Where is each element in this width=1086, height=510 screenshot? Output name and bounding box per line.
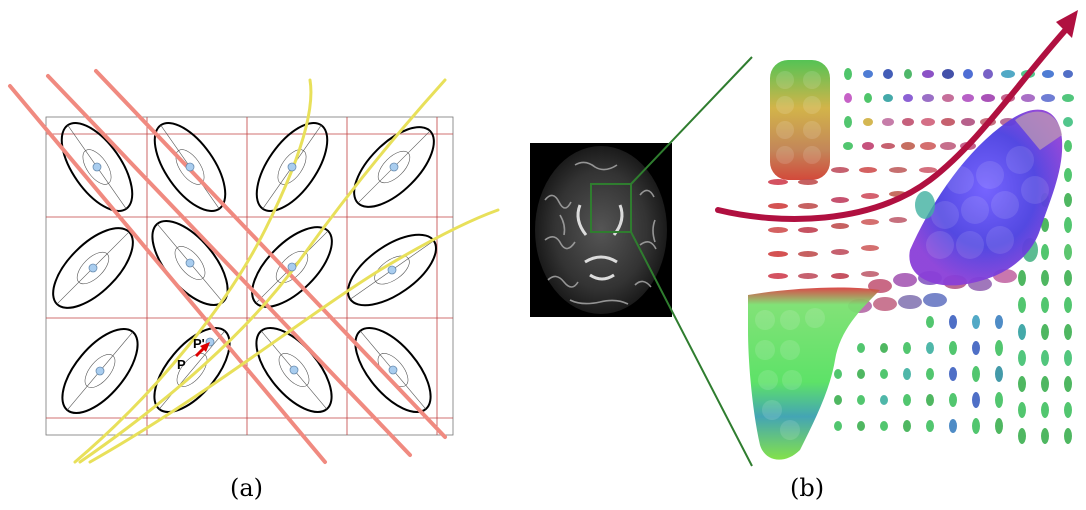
fiber-direction-arrow [715,10,1078,222]
node [88,263,98,273]
node [95,366,105,376]
grid [45,116,454,436]
tensor-glyph [353,126,435,208]
node [289,365,299,375]
node [388,365,398,375]
tensor-glyph [153,326,231,414]
green-fiber-column [748,287,880,460]
node [387,265,397,275]
label-p-prime: P' [193,336,205,351]
zoom-lines [630,56,753,467]
caption-panel-b: (b) [790,474,825,502]
node [185,258,195,268]
node [185,162,195,172]
step-arrow [194,342,210,358]
node [92,162,102,172]
node [287,262,297,272]
node [389,162,399,172]
node [287,162,297,172]
label-p: P [177,357,186,372]
highlighted-region [909,109,1063,286]
tensor-glyph-field [748,60,1074,460]
tracking-curves [73,78,500,464]
panel-a: P P' [8,69,500,464]
straight-lines [8,69,447,464]
nodes [88,162,399,376]
panel-b [530,10,1078,467]
caption-panel-a: (a) [230,474,264,502]
brain-slice-image [530,143,672,317]
tensor-glyph [52,227,134,309]
